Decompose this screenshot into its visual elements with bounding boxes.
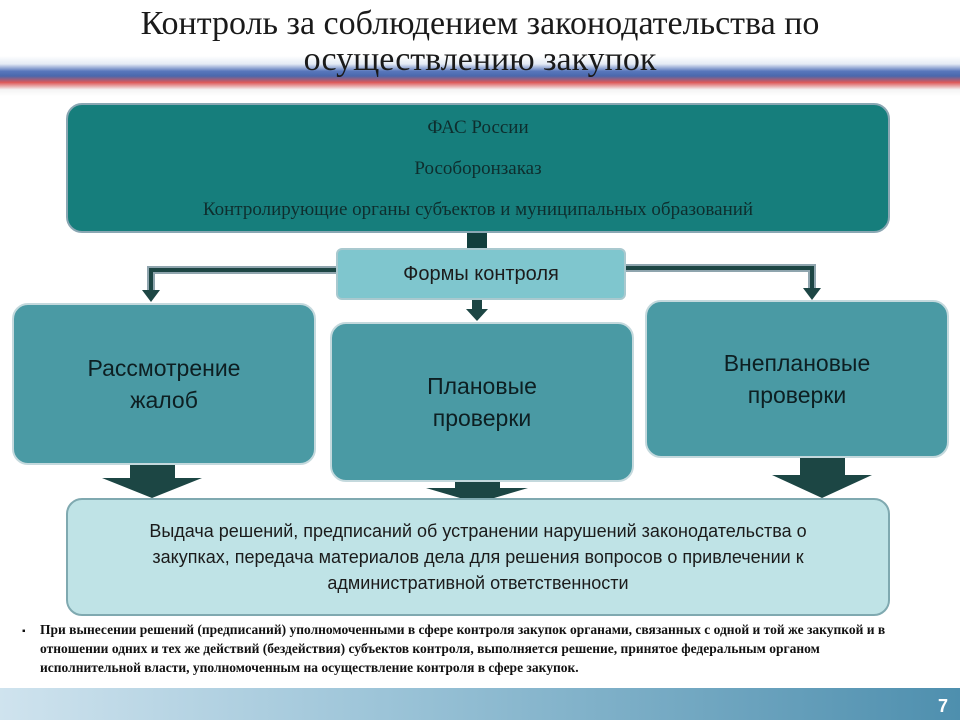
form-label: Внеплановые проверки: [723, 350, 871, 408]
note-text: При вынесении решений (предписаний) упол…: [40, 622, 886, 675]
form-planned-box: Плановые проверки: [330, 322, 634, 482]
connector-left: [147, 266, 336, 292]
arrow-down-left: [102, 465, 202, 498]
forms-of-control-box: Формы контроля: [336, 248, 626, 300]
form-unplanned-box: Внеплановые проверки: [645, 300, 949, 458]
connector-stem: [467, 233, 487, 248]
form-complaints-box: Рассмотрение жалоб: [12, 303, 316, 465]
arrow-left-head: [142, 290, 160, 302]
bullet-icon: ▪: [22, 626, 26, 637]
connector-right: [626, 264, 816, 290]
result-text: Выдача решений, предписаний об устранени…: [149, 521, 807, 593]
control-body-item: Рособоронзаказ: [414, 157, 542, 179]
note-paragraph: ▪ При вынесении решений (предписаний) уп…: [22, 620, 922, 677]
control-body-item: ФАС России: [427, 116, 529, 138]
connector-center: [472, 300, 482, 310]
slide-title: Контроль за соблюдением законодательства…: [140, 5, 820, 78]
footer-band: [0, 688, 960, 720]
flag-banner: [0, 56, 960, 96]
arrow-down-right: [772, 458, 872, 498]
page-number: 7: [937, 696, 948, 716]
result-box: Выдача решений, предписаний об устранени…: [66, 498, 890, 616]
arrow-center-head: [466, 309, 488, 321]
control-bodies-box: ФАС России Рособоронзаказ Контролирующие…: [66, 103, 890, 233]
form-label: Рассмотрение жалоб: [87, 355, 241, 413]
arrow-right-head: [803, 288, 821, 300]
form-label: Плановые проверки: [427, 373, 537, 431]
control-body-item: Контролирующие органы субъектов и муници…: [202, 199, 754, 221]
arrow-down-center: [426, 482, 528, 503]
